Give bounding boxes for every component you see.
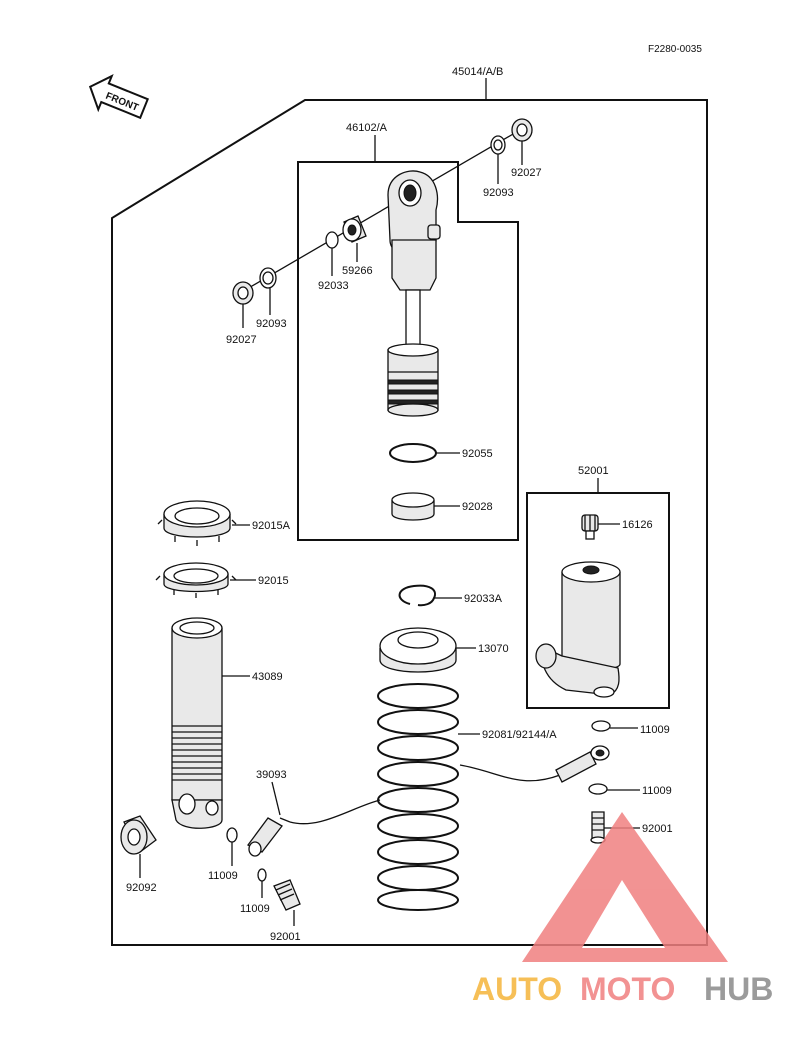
label-nut-upper: 92015A <box>252 520 291 532</box>
seal-left <box>259 267 277 289</box>
label-seal-left: 92093 <box>256 318 287 330</box>
reservoir-hose <box>289 764 561 825</box>
lock-nut-lower <box>155 562 237 598</box>
shock-unit-boundary <box>297 161 519 541</box>
gasket-left-2 <box>257 868 267 882</box>
label-gasket-r2: 11009 <box>642 785 672 797</box>
label-bush-left-outer: 92027 <box>226 334 257 346</box>
label-spacer: 92028 <box>462 501 493 513</box>
bush-top-outer <box>511 118 533 142</box>
bolt-right <box>590 811 606 844</box>
watermark-triangle-icon <box>522 812 728 962</box>
label-gasket-l2: 11009 <box>240 903 270 915</box>
label-shock-unit: 46102/A <box>346 122 388 134</box>
piston-rod <box>405 289 421 351</box>
watermark-logo: AUTO MOTO HUB <box>472 812 773 1007</box>
label-oring: 92055 <box>462 448 493 460</box>
label-gasket-l1: 11009 <box>208 870 238 882</box>
watermark-auto: AUTO <box>472 971 562 1007</box>
o-ring <box>389 443 437 463</box>
watermark-hub: HUB <box>704 971 773 1007</box>
drawing-code: F2280-0035 <box>648 44 702 55</box>
piston-assembly <box>387 343 439 417</box>
gasket-right-2 <box>588 783 608 795</box>
label-spring-seat: 13070 <box>478 643 509 655</box>
label-circlip-upper: 92033 <box>318 280 349 292</box>
label-circlip-a: 92033A <box>464 593 503 605</box>
coil-spring <box>377 683 459 911</box>
bush-left-outer <box>232 281 254 305</box>
label-gasket-r1: 11009 <box>640 724 670 736</box>
assembly-boundary <box>111 99 708 946</box>
gasket-left-1 <box>226 827 238 843</box>
circlip-a <box>398 584 436 607</box>
adjuster-nut-upper <box>157 500 237 546</box>
label-bush-upper: 59266 <box>342 265 373 277</box>
bush-upper <box>342 215 367 243</box>
hose-fitting-left <box>247 817 291 857</box>
hose-fitting-right <box>555 745 610 783</box>
circlip-upper <box>325 231 339 249</box>
bush-bottom <box>120 815 157 855</box>
front-arrow-icon: FRONT <box>88 74 150 120</box>
gasket-right-1 <box>591 720 611 732</box>
label-bush-top-outer: 92027 <box>511 167 542 179</box>
label-valve-cap: 16126 <box>622 519 653 531</box>
shock-upper-body <box>391 239 437 291</box>
label-assembly: 45014/A/B <box>452 66 503 78</box>
label-body: 43089 <box>252 671 283 683</box>
label-spring: 92081/92144/A <box>482 729 557 741</box>
watermark-moto: MOTO <box>580 971 675 1007</box>
label-bolt-right: 92001 <box>642 823 673 835</box>
seal-top <box>490 135 506 155</box>
spacer <box>391 492 435 521</box>
bolt-left <box>273 879 301 911</box>
valve-cap <box>581 514 599 540</box>
label-bush-bottom: 92092 <box>126 882 157 894</box>
shock-body <box>171 617 223 829</box>
label-nut-lower: 92015 <box>258 575 289 587</box>
spring-seat <box>379 627 457 673</box>
label-bolt-left: 92001 <box>270 931 301 943</box>
reservoir-cylinder <box>535 561 621 698</box>
label-reservoir-assy: 52001 <box>578 465 609 477</box>
label-seal-top: 92093 <box>483 187 514 199</box>
label-hose: 39093 <box>256 769 287 781</box>
